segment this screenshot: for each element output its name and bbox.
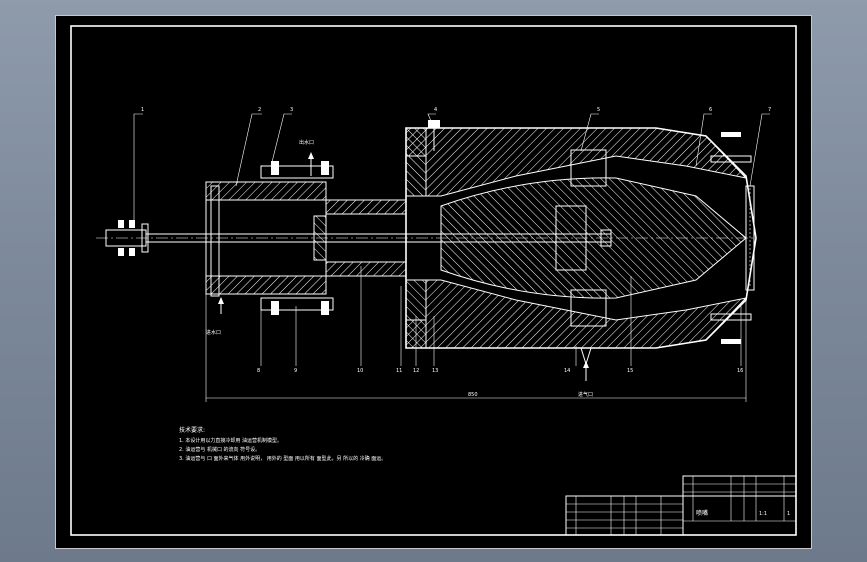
inner-border xyxy=(70,25,797,536)
title-block: 喷嘴 1:1 1 xyxy=(565,475,797,536)
part-number: 9 xyxy=(294,368,297,374)
note-line: 1. 本设计用以力直接冷却用 油运营机制模型。 xyxy=(179,437,282,444)
port-arrows xyxy=(218,152,589,381)
gas-inlet-label: 进气口 xyxy=(578,391,593,398)
part-number: 5 xyxy=(597,107,600,113)
part-number: 1 xyxy=(141,107,144,113)
part-number: 8 xyxy=(257,368,260,374)
part-number: 4 xyxy=(434,107,437,113)
part-number: 10 xyxy=(357,368,363,374)
drawing-scale: 1:1 xyxy=(759,511,767,517)
part-number: 12 xyxy=(413,368,419,374)
part-number: 3 xyxy=(290,107,293,113)
water-inlet-label: 进水口 xyxy=(206,329,221,336)
part-number: 6 xyxy=(709,107,712,113)
part-numbers-top: 1 2 3 4 5 6 7 xyxy=(141,107,771,113)
part-number: 2 xyxy=(258,107,261,113)
technical-notes: 技术要求: 1. 本设计用以力直接冷却用 油运营机制模型。 2. 油运营与 机械… xyxy=(179,426,386,462)
leader-lines xyxy=(133,113,770,402)
part-number: 15 xyxy=(627,368,633,374)
part-number: 14 xyxy=(564,368,570,374)
sheet-number: 1 xyxy=(787,511,790,517)
part-number: 16 xyxy=(737,368,743,374)
note-line: 2. 油运营与 机械口 的流向 符号设。 xyxy=(179,446,260,453)
note-line: 3. 油运营与 口 面外来气体 用外说明， 用外的 型面 用以所有 面型此，另 … xyxy=(179,455,386,462)
part-number: 11 xyxy=(396,368,402,374)
overall-dimension: 850 xyxy=(468,392,478,398)
drawing-name: 喷嘴 xyxy=(696,509,708,517)
part-number: 13 xyxy=(432,368,438,374)
drawing-sheet: 1 2 3 4 5 6 7 8 9 10 11 12 13 14 15 16 出… xyxy=(55,15,812,549)
notes-title: 技术要求: xyxy=(179,426,205,434)
engineering-drawing: 1 2 3 4 5 6 7 8 9 10 11 12 13 14 15 16 出… xyxy=(70,25,797,536)
part-numbers-bottom: 8 9 10 11 12 13 14 15 16 xyxy=(257,368,743,374)
water-jacket xyxy=(205,161,407,315)
water-outlet-label: 出水口 xyxy=(299,139,314,146)
part-number: 7 xyxy=(768,107,771,113)
nozzle-body xyxy=(356,120,757,366)
